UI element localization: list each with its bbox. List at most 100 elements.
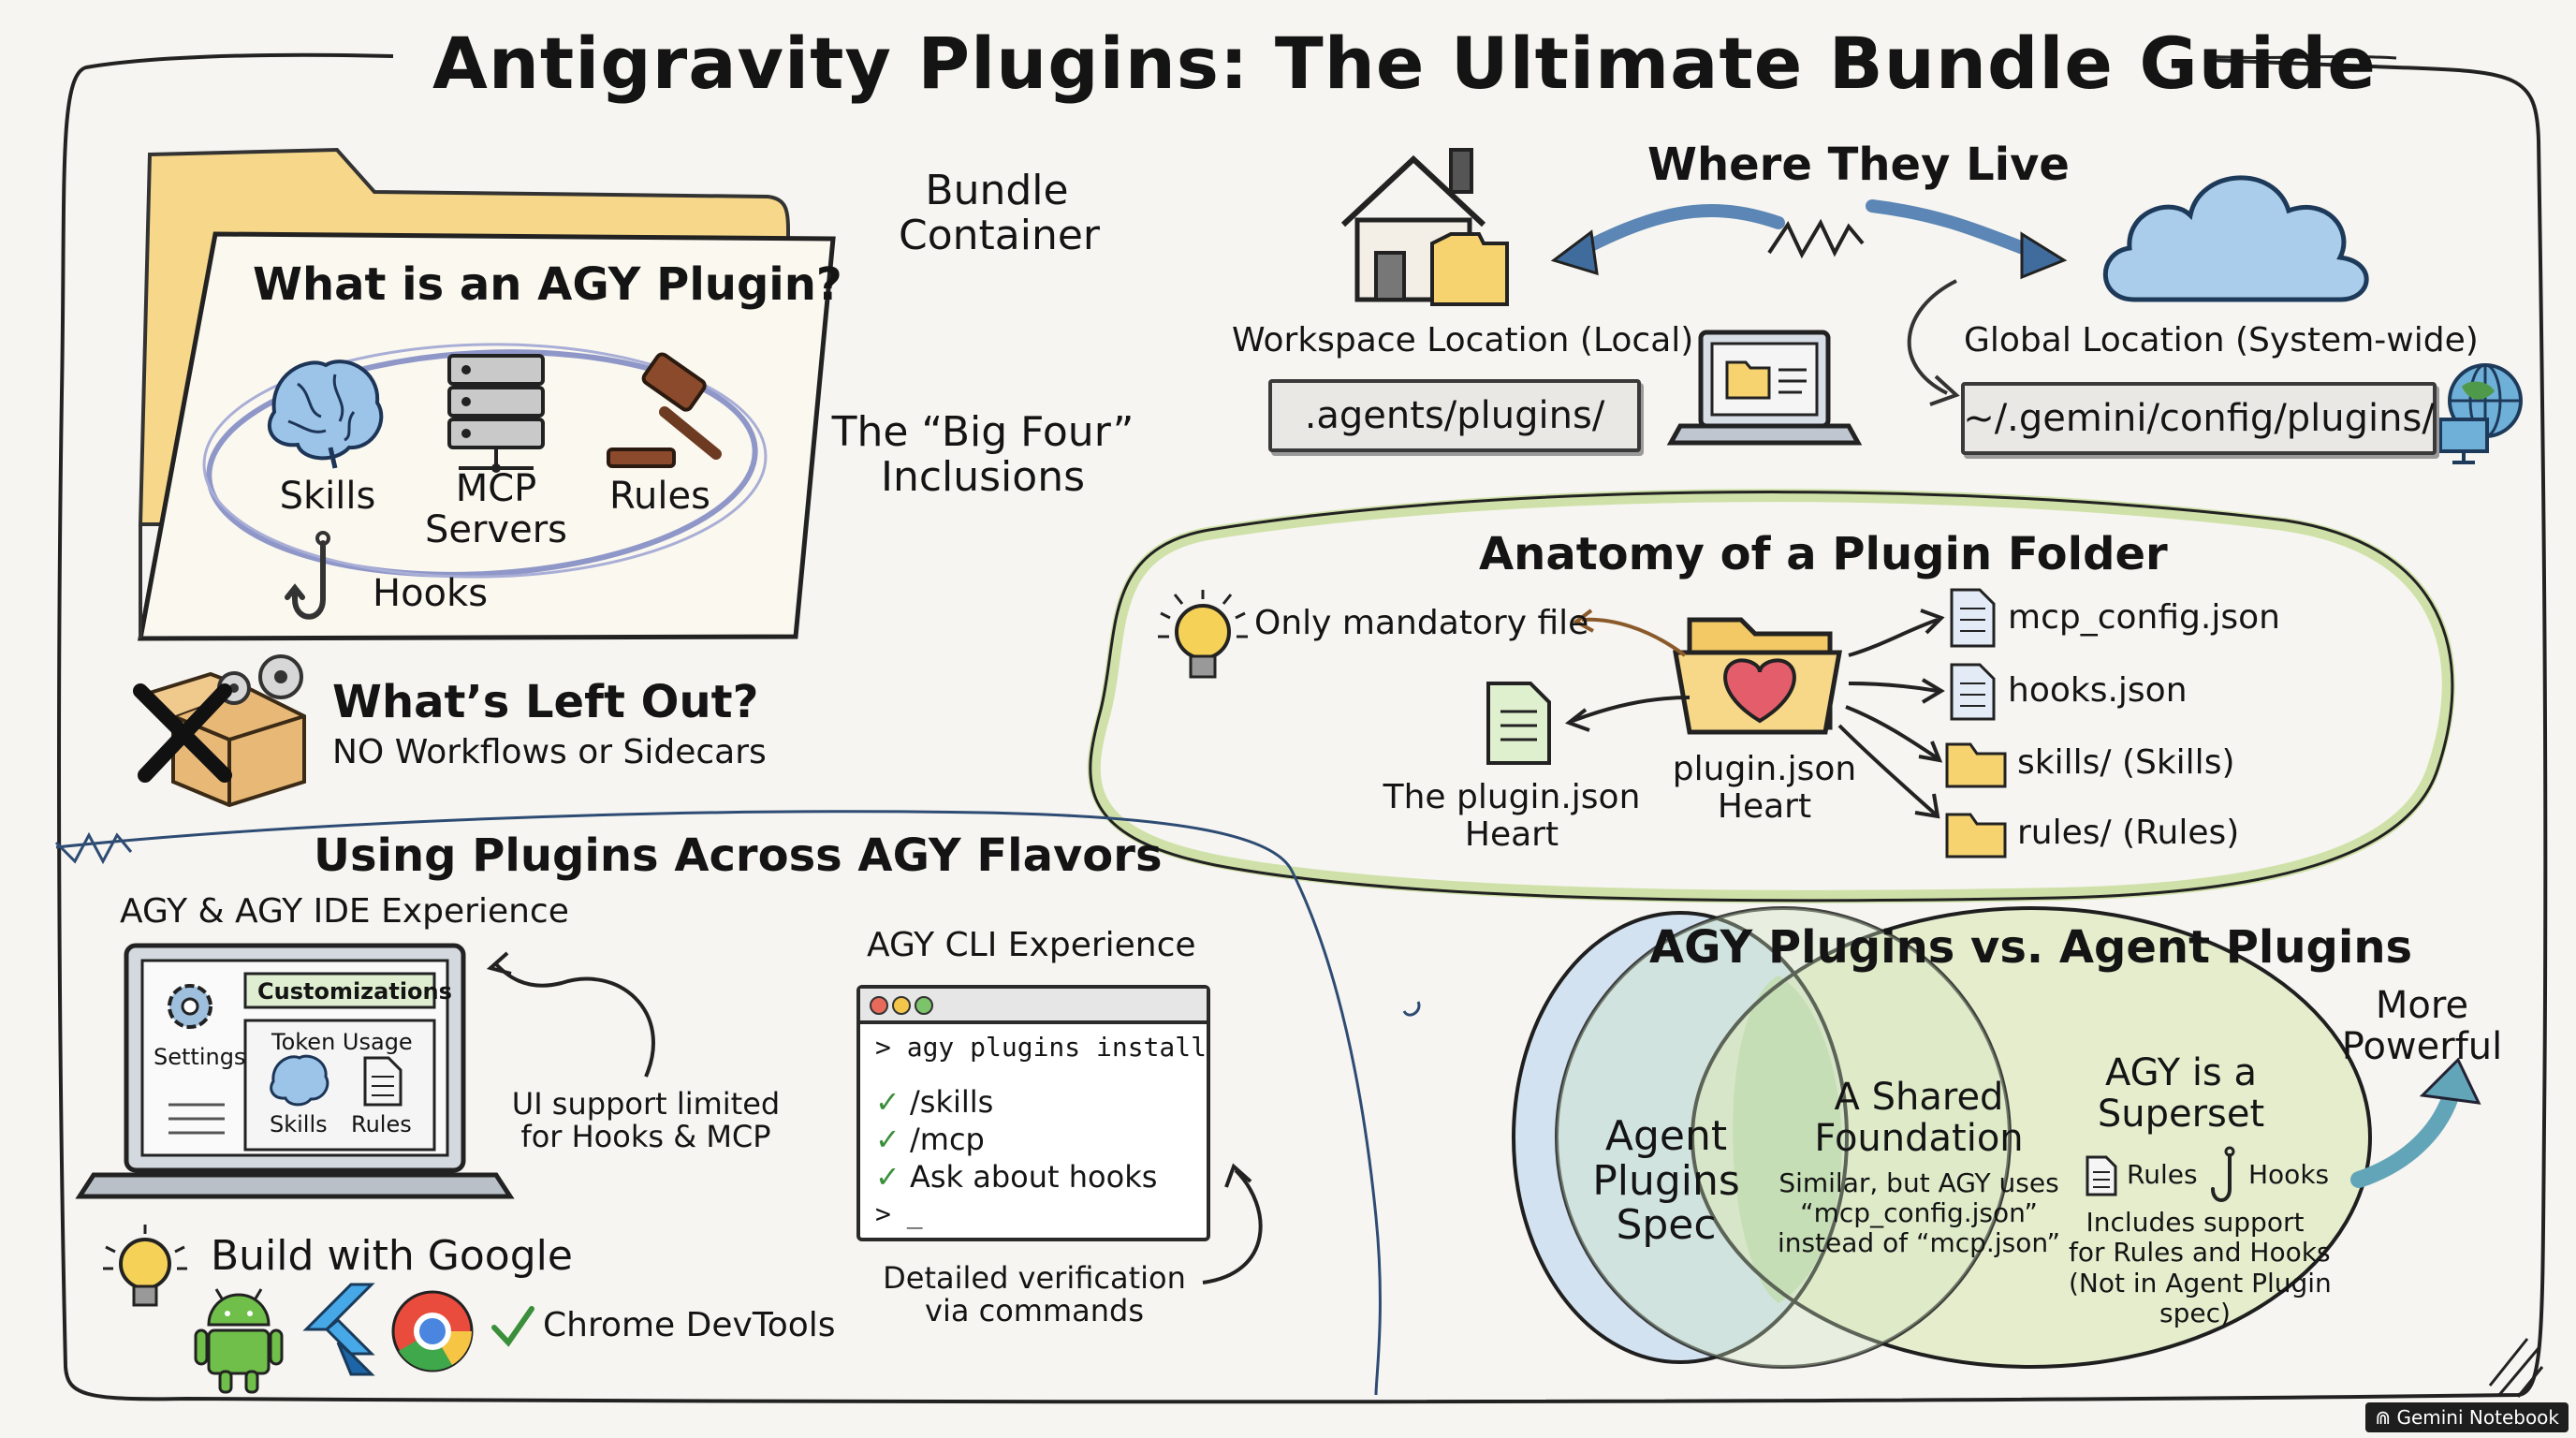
workspace-path: .agents/plugins/	[1268, 379, 1641, 452]
compare-heading: AGY Plugins vs. Agent Plugins	[1649, 921, 2413, 974]
document-icon	[363, 1056, 402, 1107]
ide-skills: Skills	[270, 1111, 328, 1137]
watermark-text: Gemini Notebook	[2396, 1406, 2559, 1429]
ui-note-line-2: for Hooks & MCP	[520, 1119, 771, 1155]
arrow-icon	[2350, 1057, 2481, 1188]
page-title: Antigravity Plugins: The Ultimate Bundle…	[432, 22, 2377, 105]
terminal-dot-green	[915, 996, 933, 1015]
server-icon	[447, 354, 545, 473]
bundle-label-line-2: Container	[899, 212, 1101, 260]
venn-mid-desc: Similar, but AGY uses “mcp_config.json” …	[1760, 1167, 2078, 1259]
terminal-dot-yellow	[892, 996, 911, 1015]
left-out-heading: What’s Left Out?	[332, 676, 759, 728]
terminal-dot-red	[870, 996, 888, 1015]
flavors-heading: Using Plugins Across AGY Flavors	[314, 829, 1163, 882]
file-rules-dir: rules/ (Rules)	[2017, 814, 2240, 852]
lightbulb-icon	[1158, 590, 1248, 679]
venn-mid-line-2: Foundation	[1814, 1117, 2024, 1160]
big-four-line-2: Inclusions	[880, 453, 1086, 502]
ide-token-usage: Token Usage	[271, 1029, 413, 1055]
ide-heading: AGY & AGY IDE Experience	[120, 892, 569, 931]
file-hooks-json: hooks.json	[2008, 671, 2188, 710]
ide-rules: Rules	[351, 1111, 412, 1137]
arrow-icon	[1566, 204, 1785, 261]
ui-note-line-1: UI support limited	[511, 1086, 781, 1122]
venn-mid-line-1: A Shared	[1834, 1076, 2004, 1119]
venn-mid-line-3: Similar, but AGY uses	[1778, 1167, 2059, 1198]
chrome-devtools-label: Chrome DevTools	[543, 1306, 836, 1344]
venn-mid-title: A Shared Foundation	[1760, 1077, 2078, 1159]
global-path: ~/.gemini/config/plugins/	[1961, 382, 2437, 455]
rules-label: Rules	[609, 475, 710, 518]
watermark-badge: ⋒ Gemini Notebook	[2365, 1402, 2569, 1432]
venn-right-line-2: Superset	[2097, 1093, 2265, 1136]
venn-left-label: Agent Plugins Spec	[1573, 1114, 1760, 1248]
mcp-line-2: Servers	[424, 508, 567, 551]
document-icon	[2086, 1155, 2117, 1196]
venn-left-line-3: Spec	[1616, 1201, 1717, 1250]
cloud-icon	[2102, 175, 2369, 302]
build-with-google-heading: Build with Google	[211, 1232, 573, 1280]
x-icon	[133, 683, 232, 783]
venn-right-desc: Includes support for Rules and Hooks (No…	[2069, 1207, 2332, 1329]
mcp-line-1: MCP	[455, 467, 537, 510]
venn-diagram	[1512, 906, 2372, 1369]
cli-note-line-1: Detailed verification	[883, 1260, 1186, 1296]
venn-right-line-4: for Rules and Hooks	[2069, 1237, 2331, 1269]
globe-icon	[2438, 363, 2523, 464]
venn-right-line-5: (Not in Agent Plugin	[2069, 1267, 2332, 1299]
gavel-icon	[607, 352, 722, 468]
brain-icon	[270, 1054, 329, 1107]
cli-terminal: > agy plugins install ✓ /skills ✓ /mcp ✓…	[856, 985, 1210, 1241]
cli-prompt: > _	[875, 1198, 923, 1229]
folder-icon	[1945, 742, 2007, 858]
flutter-icon	[302, 1283, 375, 1376]
laptop-icon	[1666, 330, 1863, 446]
ide-customizations: Customizations	[257, 978, 452, 1005]
ui-support-note: UI support limited for Hooks & MCP	[505, 1086, 786, 1155]
plugin-json-label: The plugin.json Heart	[1376, 779, 1647, 853]
anatomy-heading: Anatomy of a Plugin Folder	[1479, 528, 2168, 580]
ide-settings: Settings	[154, 1044, 246, 1070]
left-out-subtitle: NO Workflows or Sidecars	[332, 733, 767, 771]
big-four-circle	[206, 349, 758, 578]
cli-check-hooks-text: Ask about hooks	[909, 1159, 1158, 1195]
check-icon: ✓	[875, 1084, 900, 1120]
cli-command: > agy plugins install	[875, 1032, 1208, 1063]
file-mcp-config: mcp_config.json	[2008, 598, 2280, 637]
anatomy-blob	[1087, 489, 2455, 903]
plugin-json-line-1: The plugin.json	[1383, 778, 1641, 816]
mcp-servers-label: MCP Servers	[421, 468, 571, 550]
mandatory-note: Only mandatory file	[1254, 604, 1589, 642]
bundle-label: Bundle Container	[899, 167, 1101, 260]
cli-check-hooks: ✓ Ask about hooks	[875, 1159, 1158, 1195]
workspace-label: Workspace Location (Local)	[1232, 321, 1694, 360]
more-powerful-line-1: More	[2375, 984, 2469, 1027]
big-four-label: The “Big Four” Inclusions	[824, 409, 1142, 502]
cli-note-line-2: via commands	[925, 1293, 1144, 1329]
more-powerful-label: More Powerful	[2340, 985, 2504, 1067]
cli-verification-note: Detailed verification via commands	[861, 1260, 1208, 1329]
document-icon	[1486, 588, 1996, 765]
center-line-1: plugin.json	[1672, 750, 1857, 788]
bundle-label-line-1: Bundle	[925, 167, 1069, 214]
check-icon: ✓	[875, 1159, 900, 1195]
cli-check-mcp-text: /mcp	[909, 1122, 985, 1157]
cli-check-skills: ✓ /skills	[875, 1084, 993, 1120]
cli-check-mcp: ✓ /mcp	[875, 1123, 985, 1156]
hooks-label: Hooks	[373, 572, 489, 615]
global-label: Global Location (System-wide)	[1964, 321, 2479, 360]
android-icon	[194, 1288, 284, 1394]
venn-left-line-1: Agent	[1604, 1112, 1728, 1160]
skills-label: Skills	[279, 475, 376, 518]
locations-heading: Where They Live	[1647, 139, 2070, 191]
cli-heading: AGY CLI Experience	[867, 926, 1196, 964]
heart-folder-icon	[1673, 617, 1842, 735]
venn-left-line-2: Plugins	[1592, 1156, 1740, 1205]
venn-right-line-3: Includes support	[2086, 1207, 2305, 1238]
venn-right-line-1: AGY is a	[2105, 1051, 2257, 1094]
plugin-json-line-2: Heart	[1464, 814, 1559, 854]
more-powerful-line-2: Powerful	[2341, 1025, 2503, 1068]
venn-mid-line-5: instead of “mcp.json”	[1777, 1227, 2061, 1259]
hook-icon	[285, 531, 330, 620]
